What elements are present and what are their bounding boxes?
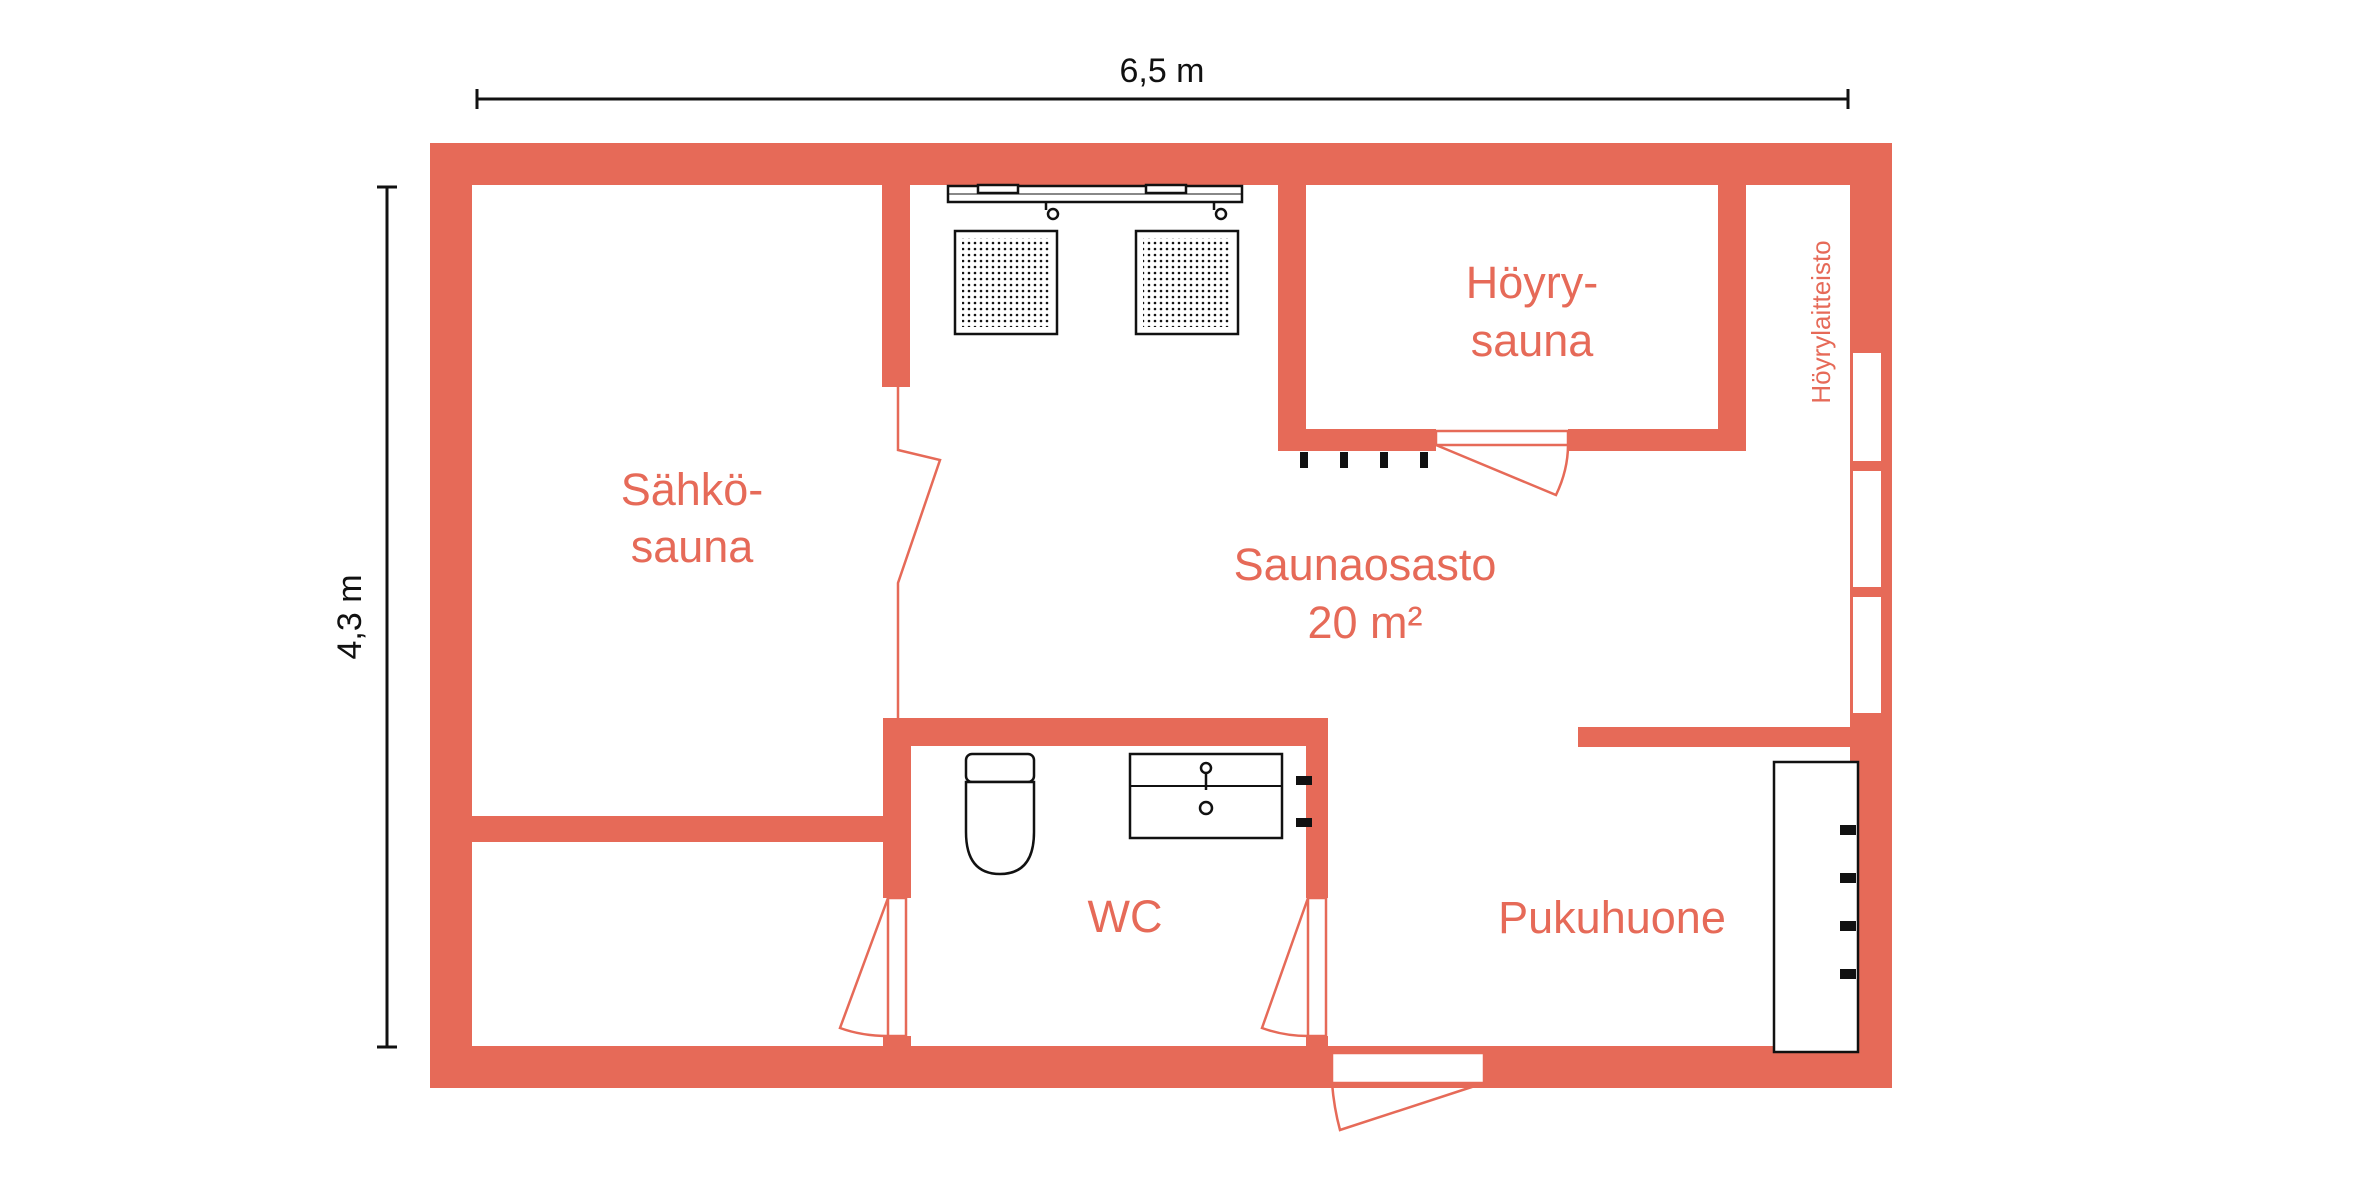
- steam-sauna-label-line1: Höyry-: [1466, 257, 1599, 308]
- sauna-department-area: 20 m²: [1307, 597, 1422, 648]
- electric-sauna-door: [896, 387, 942, 720]
- window-panel-1: [1851, 351, 1883, 463]
- coat-hook-icon: [1300, 452, 1308, 468]
- shower-icon: [1144, 183, 1228, 221]
- dressing-room-partition: [1578, 727, 1852, 747]
- window-panels: [1851, 351, 1883, 715]
- wc-label: WC: [1088, 891, 1163, 942]
- steam-equipment-label: Höyrylaitteisto: [1806, 240, 1836, 403]
- steam-sauna-wall-bottom-right: [1568, 429, 1746, 451]
- shower-icon: [976, 183, 1060, 221]
- floor-drain-icon: [1134, 229, 1240, 336]
- wc-wall-top: [883, 718, 1328, 746]
- storage-door-swing: [838, 897, 890, 1038]
- coat-hook-icon: [1840, 969, 1856, 979]
- window-panel-3: [1851, 595, 1883, 715]
- outer-wall-bottom: [430, 1046, 1892, 1088]
- width-dimension-label: 6,5 m: [1119, 52, 1204, 90]
- hooks-dressing-room: [1840, 825, 1856, 979]
- wc-wall-left-upper: [883, 718, 911, 898]
- wc-wall-right-upper: [1306, 718, 1328, 898]
- wc-wall-right-lower: [1306, 1036, 1328, 1050]
- electric-sauna-label-line1: Sähkö-: [621, 464, 764, 515]
- coat-hook-icon: [1340, 452, 1348, 468]
- outer-wall-top: [430, 143, 1892, 185]
- steam-sauna-wall-bottom-left: [1278, 429, 1436, 451]
- walls: [430, 143, 1892, 1088]
- outer-wall-left: [430, 143, 472, 1088]
- electric-sauna-wall: [882, 183, 910, 387]
- coat-hook-icon: [1840, 873, 1856, 883]
- steam-sauna-wall-right: [1718, 183, 1746, 451]
- shower-bar: [946, 183, 1244, 221]
- steam-sauna-door-swing: [1435, 443, 1570, 497]
- storage-door-leaf: [886, 896, 908, 1038]
- steam-sauna-label-line2: sauna: [1471, 315, 1595, 366]
- entrance-door-leaf: [1330, 1051, 1486, 1085]
- wc-door-leaf: [1306, 896, 1328, 1038]
- doors: [838, 387, 1570, 1132]
- hooks-wc: [1296, 776, 1312, 827]
- coat-hook-icon: [1296, 776, 1312, 785]
- height-dimension: 4,3 m: [331, 185, 397, 1049]
- entrance-door-swing: [1330, 1081, 1485, 1132]
- wc-wall-left-lower: [883, 1036, 911, 1050]
- wc-door-swing: [1260, 897, 1310, 1038]
- coat-hook-icon: [1840, 825, 1856, 835]
- sauna-department-label: Saunaosasto: [1234, 539, 1497, 590]
- toilet-icon: [964, 752, 1036, 876]
- room-labels: Sähkö- sauna Höyry- sauna Saunaosasto 20…: [621, 240, 1836, 943]
- floor-drain-icon: [953, 229, 1059, 336]
- height-dimension-label: 4,3 m: [331, 574, 369, 659]
- electric-sauna-label-line2: sauna: [631, 521, 755, 572]
- width-dimension: 6,5 m: [475, 52, 1850, 109]
- floor-drains: [953, 229, 1240, 336]
- steam-sauna-wall-left: [1278, 183, 1306, 451]
- window-panel-2: [1851, 469, 1883, 589]
- coat-hook-icon: [1420, 452, 1428, 468]
- dressing-room-label: Pukuhuone: [1498, 892, 1726, 943]
- coat-hook-icon: [1296, 818, 1312, 827]
- coat-hook-icon: [1380, 452, 1388, 468]
- hooks-sauna-department: [1300, 452, 1428, 468]
- sink-icon: [1128, 752, 1284, 840]
- storage-wall: [470, 816, 888, 842]
- coat-hook-icon: [1840, 921, 1856, 931]
- steam-sauna-door-leaf: [1434, 429, 1570, 447]
- bench-icon: [1772, 760, 1860, 1054]
